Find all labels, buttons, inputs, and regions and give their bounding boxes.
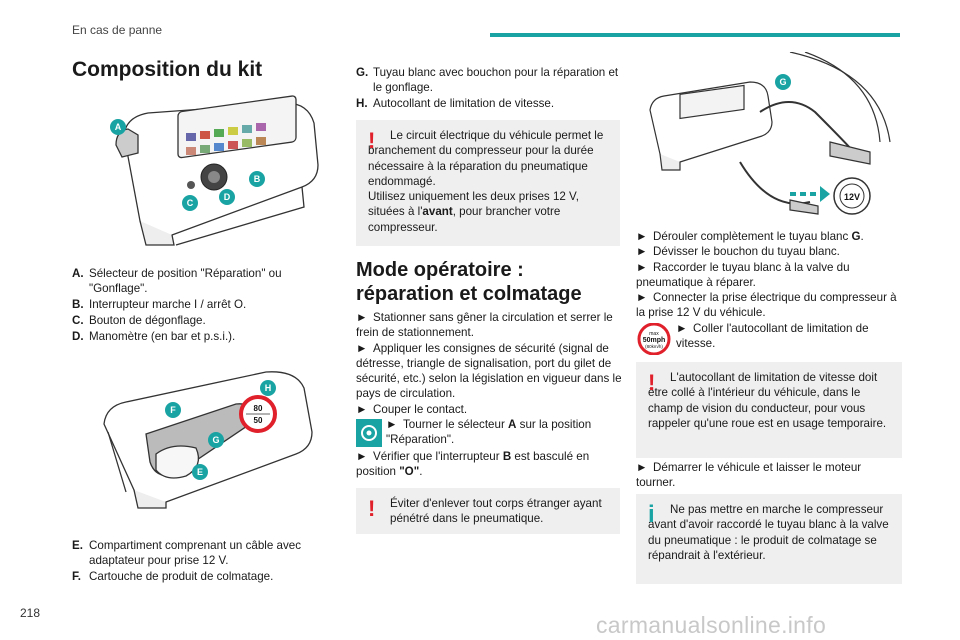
list-item: A.Sélecteur de position "Réparation" ou … [72,267,282,295]
procedure-steps-continued: ►Dérouler complètement le tuyau blanc G.… [636,229,902,355]
speed-sign-top: 80 [254,404,263,413]
callout-h: H [265,383,272,393]
speed-sticker-icon: max 50mph (80km/h) [637,322,671,355]
step: ►Démarrer le véhicule et laisser le mote… [636,461,862,490]
speed-sign-bottom: 50 [254,416,263,425]
sticker-line3: (80km/h) [645,344,663,349]
running-header: En cas de panne [72,23,163,37]
section-title-kit: Composition du kit [72,58,263,81]
kit-storage-illustration: 80 50 H F G E [103,371,313,509]
list-item: H.Autocollant de limitation de vitesse. [356,97,555,110]
procedure-steps: ►Stationner sans gêner la circulation et… [356,310,622,480]
warning-box-electrical: ! Le circuit électrique du véhicule perm… [356,120,620,246]
list-item: G.Tuyau blanc avec bouchon pour la répar… [356,66,619,94]
list-item: D.Manomètre (en bar et p.s.i.). [72,330,236,343]
list-item: F.Cartouche de produit de colmatage. [72,570,274,583]
step: ►Dérouler complètement le tuyau blanc G. [636,230,864,243]
warning-text: Utilisez uniquement les deux prises 12 V… [368,190,579,234]
warning-box-foreign-body: ! Éviter d'enlever tout corps étranger a… [356,488,620,534]
warning-icon: ! [648,370,656,395]
section-title-procedure: Mode opératoire : réparation et colmatag… [356,259,582,305]
info-icon: i [648,501,655,528]
step: ►Raccorder le tuyau blanc à la valve du … [636,260,850,289]
sticker-line2: 50mph [643,337,666,344]
page-number: 218 [20,606,41,620]
step: ►Tourner le sélecteur A sur la position … [356,417,622,449]
warning-text: L'autocollant de limitation de vitesse d… [648,371,887,430]
selector-repair-icon [356,419,382,448]
sticker-line1: max [649,331,659,337]
kit-parts-list-2: E.Compartiment comprenant un câble avec … [72,538,322,585]
warning-icon: ! [368,128,376,153]
warning-icon: ! [368,496,376,521]
step: ►Appliquer les consignes de sécurité (si… [356,341,622,401]
list-item: E.Compartiment comprenant un câble avec … [72,539,302,567]
warning-text: Éviter d'enlever tout corps étranger aya… [390,497,602,526]
callout-g-hose: G [779,77,786,87]
list-item: B.Interrupteur marche I / arrêt O. [72,298,247,311]
callout-d: D [224,192,231,202]
callout-a: A [115,122,122,132]
info-text: Ne pas mettre en marche le compresseur a… [648,503,889,562]
step: ►Dévisser le bouchon du tuyau blanc. [636,245,840,259]
connection-illustration: 12V G [649,52,891,215]
kit-parts-list-3: G.Tuyau blanc avec bouchon pour la répar… [356,65,622,112]
info-box-compressor: i Ne pas mettre en marche le compresseur… [636,494,902,584]
callout-e: E [197,467,203,477]
step: ►Couper le contact. [356,402,468,416]
list-item: C.Bouton de dégonflage. [72,314,206,327]
callout-g: G [212,435,219,445]
step: ►Stationner sans gêner la circulation et… [356,311,613,340]
step: ►Connecter la prise électrique du compre… [636,291,897,320]
callout-c: C [187,198,194,208]
warning-box-sticker: ! L'autocollant de limitation de vitesse… [636,362,902,458]
kit-parts-list-1: A.Sélecteur de position "Réparation" ou … [72,266,322,345]
callout-f: F [170,405,176,415]
watermark: carmanualsonline.info [596,612,827,638]
header-rule [490,33,900,37]
socket-label: 12V [844,192,860,202]
step: max 50mph (80km/h) ►Coller l'autocollant… [636,321,902,355]
callout-b: B [254,174,261,184]
kit-compressor-illustration: A B C D [86,95,326,250]
step: ►Vérifier que l'interrupteur B est bascu… [356,450,590,479]
